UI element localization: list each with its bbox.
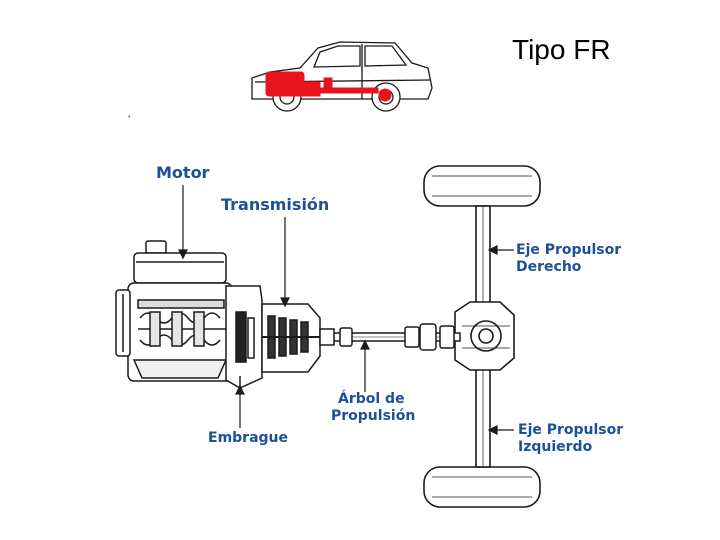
label-eje-izquierdo-line1: Eje Propulsor xyxy=(518,422,624,438)
rear-wheel-left xyxy=(423,466,541,508)
universal-joint-center xyxy=(404,326,420,348)
leader-lines xyxy=(178,185,514,435)
universal-joint-rear xyxy=(439,325,455,349)
label-motor: Motor xyxy=(156,163,210,182)
rear-wheel-right xyxy=(423,165,541,207)
label-arbol-line1: Árbol de xyxy=(338,391,405,407)
dot-mark: • xyxy=(128,114,131,121)
label-eje-izquierdo-line2: Izquierdo xyxy=(518,439,593,455)
slide-title: Tipo FR xyxy=(512,34,611,65)
drivetrain-highlight xyxy=(265,71,392,102)
label-eje-derecho-line2: Derecho xyxy=(516,259,582,275)
label-transmision: Transmisión xyxy=(221,195,330,214)
propeller-shaft xyxy=(329,323,461,351)
rear-axle xyxy=(423,165,541,508)
label-embrague: Embrague xyxy=(208,430,289,446)
transmission-assembly xyxy=(225,285,335,392)
universal-joint-front xyxy=(339,327,353,347)
engine xyxy=(115,240,233,382)
label-arbol-line2: Propulsión xyxy=(331,408,416,424)
label-eje-derecho-line1: Eje Propulsor xyxy=(516,242,622,258)
